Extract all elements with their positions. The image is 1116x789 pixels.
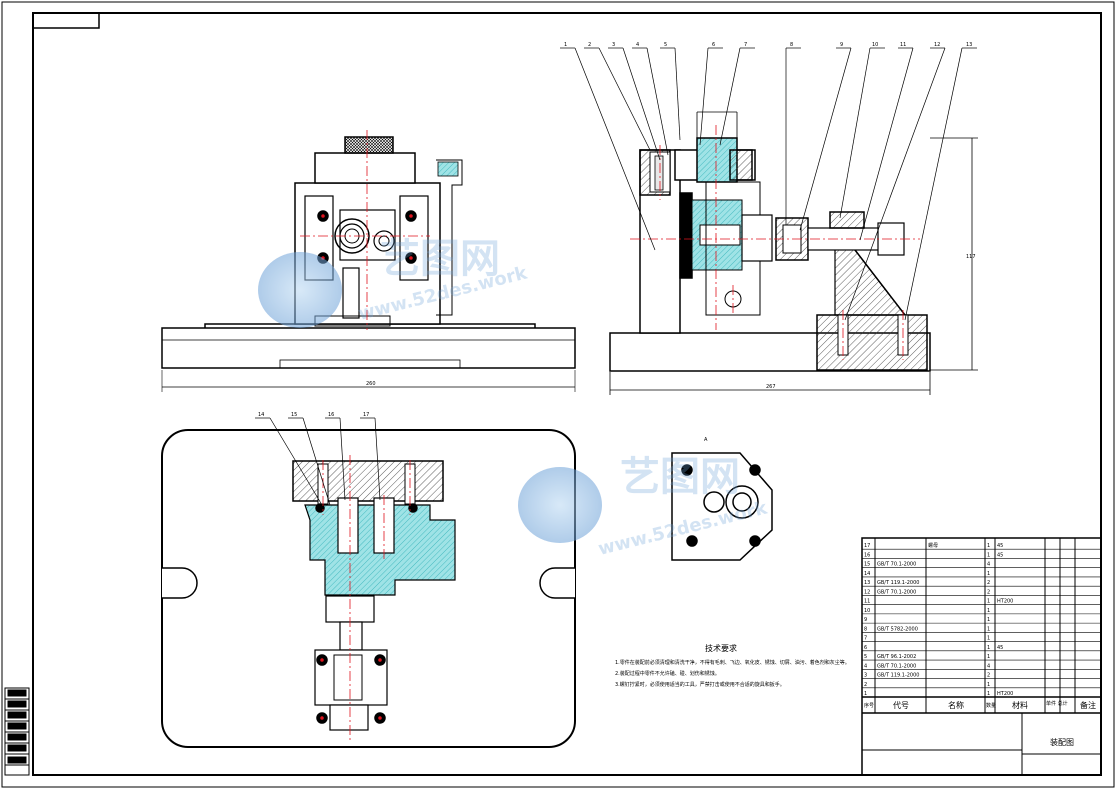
tech-requirements: 技术要求 1.零件在装配前必须清理和清洗干净，不得有毛刺、飞边、氧化皮、锈蚀、切…	[615, 643, 850, 688]
bom-header: 序号 代号 名称 数量 材料 单件 总计 备注	[864, 700, 1096, 710]
bom-cell-code: GB/T 70.1-2000	[877, 589, 916, 595]
bom-cell-qty: 1	[987, 626, 990, 632]
bom-cell-seq: 3	[864, 673, 867, 679]
watermark-brand-2: 艺图网	[620, 454, 740, 500]
bom-header-seq: 序号	[864, 702, 874, 709]
drawing-frame	[32, 12, 1102, 776]
bom-header-weight: 单件 总计	[1046, 700, 1068, 707]
bom-cell-qty: 1	[987, 571, 990, 577]
bom-cell-qty: 1	[987, 543, 990, 549]
bom-cell-seq: 12	[864, 589, 870, 595]
balloon-5: 5	[664, 42, 667, 48]
balloon-11: 11	[900, 42, 906, 48]
bom-cell-mat: 45	[997, 543, 1003, 549]
bom-cell-qty: 2	[987, 673, 990, 679]
balloon-6: 6	[712, 42, 715, 48]
tech-req-line-3: 3.螺钉拧紧时，必须使用适当的工具，严禁打击或使用不合适的旋具和扳手。	[615, 681, 785, 688]
bom-cell-name: 螺母	[928, 542, 938, 549]
left-margin-table	[4, 687, 30, 776]
front-width-dim: 260	[161, 370, 576, 392]
part-a-label: A	[704, 437, 708, 443]
bom-header-name: 名称	[948, 700, 964, 710]
tech-req-title: 技术要求	[705, 643, 737, 653]
top-view	[161, 429, 576, 748]
bom-cell-qty: 1	[987, 682, 990, 688]
bom-cell-qty: 1	[987, 608, 990, 614]
balloon-9: 9	[840, 42, 843, 48]
bom-cell-seq: 6	[864, 645, 867, 651]
bom-cell-code: GB/T 96.1-2002	[877, 654, 916, 660]
bom-cell-seq: 1	[864, 691, 867, 697]
balloon-10: 10	[872, 42, 878, 48]
balloon-3: 3	[612, 42, 615, 48]
side-dims	[609, 111, 978, 395]
bom-cell-code: GB/T 5782-2000	[877, 626, 918, 632]
part-a-view	[671, 452, 773, 561]
balloon-2: 2	[588, 42, 591, 48]
bom-cell-seq: 17	[864, 543, 870, 549]
bom-cell-qty: 1	[987, 599, 990, 605]
tech-req-line-2: 2.装配过程中零件不允许磕、碰、划伤和锈蚀。	[615, 670, 720, 677]
bom-cell-qty: 1	[987, 645, 990, 651]
bom-cell-mat: 45	[997, 645, 1003, 651]
balloon-14: 14	[258, 412, 264, 418]
balloon-16: 16	[328, 412, 334, 418]
bom-cell-seq: 5	[864, 654, 867, 660]
side-balloon-labels: 1 2 3 4 5 6 7 8 9 10 11 12 13	[564, 42, 972, 48]
bom-cell-mat: HT200	[997, 691, 1013, 697]
bom-cell-seq: 7	[864, 636, 867, 642]
bom-cell-seq: 14	[864, 571, 870, 577]
bom-cell-mat: HT200	[997, 599, 1013, 605]
bom-cell-qty: 1	[987, 617, 990, 623]
balloon-7: 7	[744, 42, 747, 48]
bom-header-qty: 数量	[986, 702, 996, 709]
watermark-brand-1: 艺图网	[380, 236, 500, 282]
bom-cell-seq: 4	[864, 663, 867, 669]
bom-cell-qty: 1	[987, 654, 990, 660]
front-width-dim-text: 260	[366, 381, 376, 387]
bom-cell-seq: 10	[864, 608, 870, 614]
bom-cell-seq: 11	[864, 599, 870, 605]
bom-cell-seq: 8	[864, 626, 867, 632]
section-balloons	[255, 417, 381, 506]
bom-header-material: 材料	[1012, 700, 1028, 710]
bom-cell-seq: 2	[864, 682, 867, 688]
side-width-dim-text: 267	[766, 384, 776, 390]
side-balloons	[560, 47, 977, 321]
bom-cell-qty: 1	[987, 552, 990, 558]
bom-cell-seq: 9	[864, 617, 867, 623]
bom-cell-code: GB/T 70.1-2000	[877, 663, 916, 669]
bom-cell-code: GB/T 119.1-2000	[877, 580, 919, 586]
bom-cell-code: GB/T 70.1-2000	[877, 562, 916, 568]
bom-cell-qty: 1	[987, 636, 990, 642]
side-height-dim-text: 117	[966, 254, 976, 260]
balloon-12: 12	[934, 42, 940, 48]
balloon-13: 13	[966, 42, 972, 48]
bom-cell-seq: 15	[864, 562, 870, 568]
front-view	[161, 136, 576, 369]
title-block-drawing-name: 装配图	[1050, 737, 1074, 747]
bom-cell-qty: 1	[987, 691, 990, 697]
balloon-15: 15	[291, 412, 297, 418]
bom-cell-qty: 2	[987, 580, 990, 586]
balloon-8: 8	[790, 42, 793, 48]
bom-header-note: 备注	[1080, 700, 1096, 710]
bom-cell-qty: 2	[987, 589, 990, 595]
bom-cell-code: GB/T 119.1-2000	[877, 673, 919, 679]
balloon-1: 1	[564, 42, 567, 48]
bom-header-code: 代号	[893, 700, 909, 710]
section-balloon-labels: 14 15 16 17	[258, 412, 369, 418]
balloon-4: 4	[636, 42, 639, 48]
bom-cell-seq: 13	[864, 580, 870, 586]
bom-cell-seq: 16	[864, 552, 870, 558]
bom-cell-qty: 4	[987, 663, 990, 669]
bom-cell-mat: 45	[997, 552, 1003, 558]
tech-req-line-1: 1.零件在装配前必须清理和清洗干净，不得有毛刺、飞边、氧化皮、锈蚀、切屑、油污、…	[615, 659, 850, 666]
bom-cell-qty: 4	[987, 562, 990, 568]
balloon-17: 17	[363, 412, 369, 418]
